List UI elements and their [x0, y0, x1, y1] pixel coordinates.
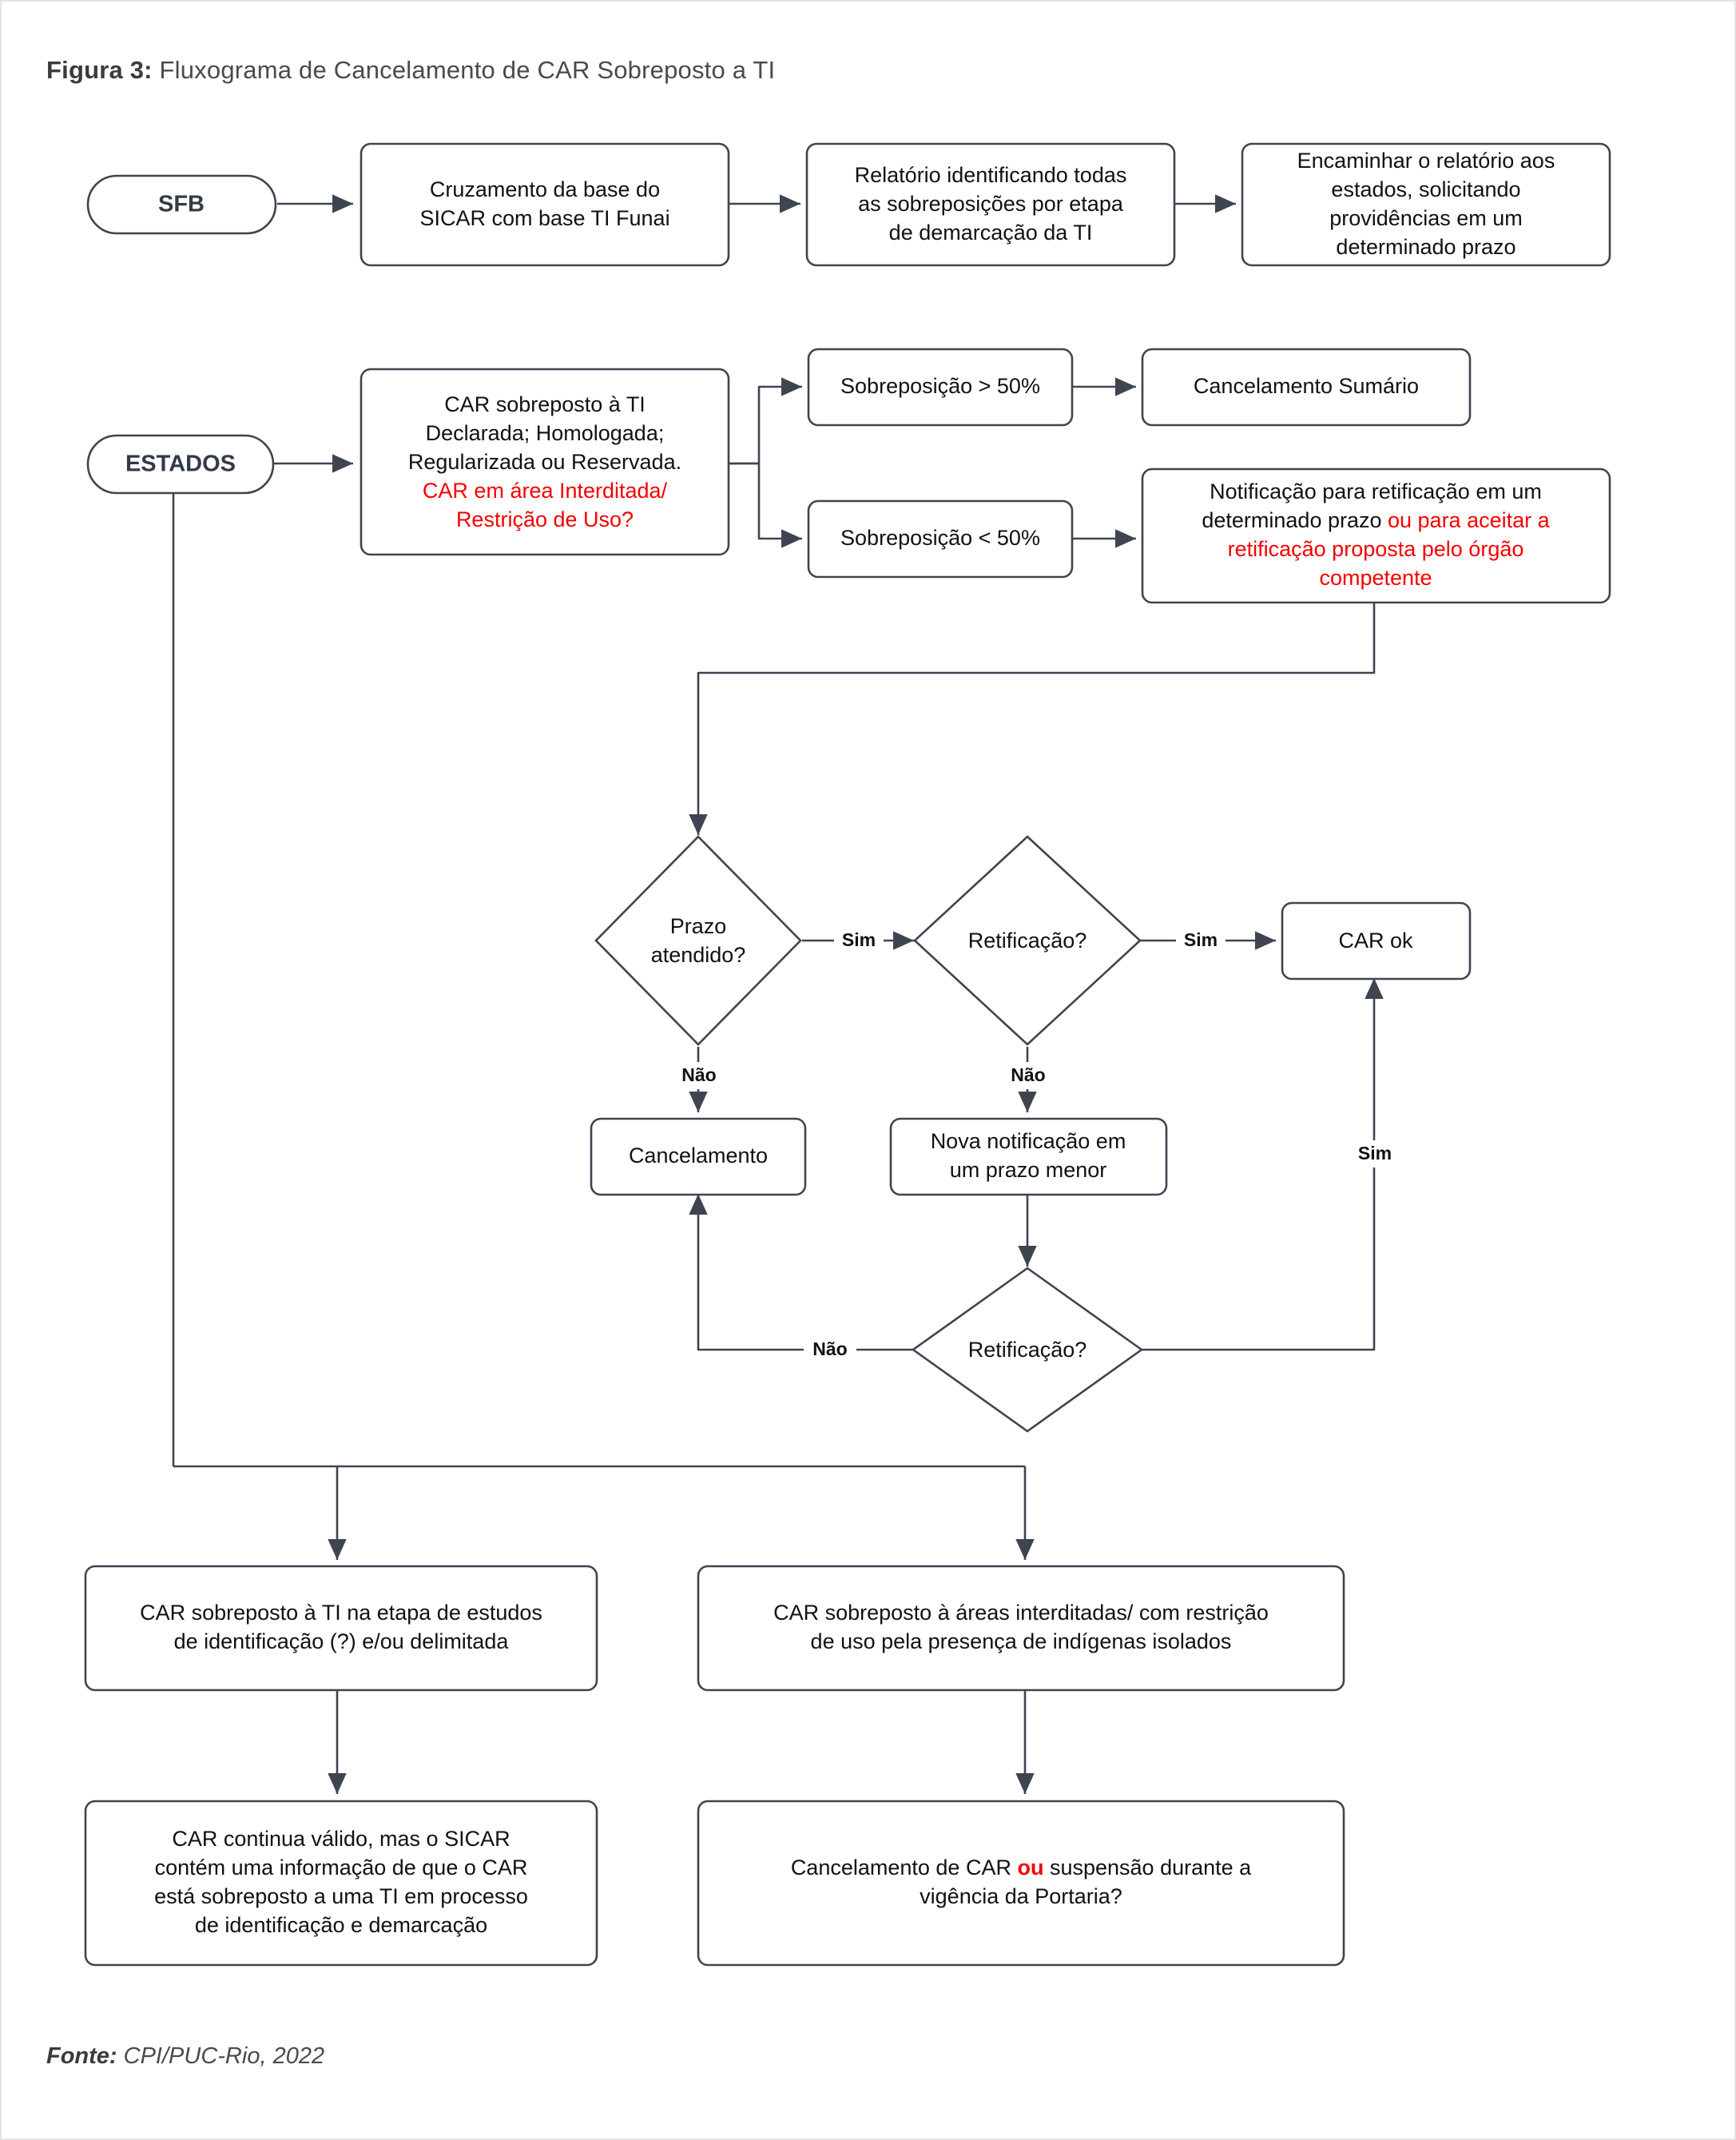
- node-car-valido-line2: contém uma informação de que o CAR: [155, 1856, 528, 1879]
- node-cruzamento[interactable]: [360, 142, 730, 267]
- node-nova-notificacao-line2: um prazo menor: [950, 1158, 1107, 1182]
- node-retificacao-1[interactable]: [913, 835, 1142, 1046]
- label-bg-sim1: [834, 927, 884, 954]
- notificacao-l2-black: determinado prazo: [1202, 508, 1388, 532]
- node-cancelamento-suspensao[interactable]: [697, 1800, 1345, 1967]
- cancel-susp-part1: Cancelamento de CAR: [791, 1856, 1018, 1879]
- node-car-ok[interactable]: [1281, 901, 1472, 981]
- notificacao-l2-red: ou para aceitar a: [1388, 508, 1551, 532]
- node-encaminhar-line1: Encaminhar o relatório aos: [1297, 149, 1555, 173]
- node-car-sobreposto-line2: Declarada; Homologada;: [426, 421, 665, 445]
- node-car-sobreposto-line5: Restrição de Uso?: [456, 507, 634, 531]
- node-encaminhar[interactable]: [1241, 142, 1611, 267]
- cancel-susp-ou: ou: [1017, 1856, 1043, 1879]
- node-car-interditadas[interactable]: [697, 1565, 1345, 1692]
- node-relatorio[interactable]: [805, 142, 1176, 267]
- node-retificacao-2-label: Retificação?: [968, 1338, 1087, 1362]
- node-car-interditadas-line1: CAR sobreposto à áreas interditadas/ com…: [773, 1601, 1269, 1625]
- node-car-estudos[interactable]: [84, 1565, 598, 1692]
- node-cruzamento-line2: SICAR com base TI Funai: [419, 206, 669, 230]
- node-encaminhar-line4: determinado prazo: [1336, 235, 1516, 259]
- node-notificacao-line2: determinado prazo ou para aceitar a: [1202, 508, 1550, 532]
- node-relatorio-line1: Relatório identificando todas: [855, 163, 1127, 187]
- edge-notificacao-to-prazo: [689, 603, 1376, 835]
- node-cancelamento-suspensao-line2: vigência da Portaria?: [920, 1884, 1122, 1908]
- edge-retificacao2-nao-to-cancelamento: [689, 1194, 915, 1351]
- node-nova-notificacao[interactable]: [889, 1117, 1168, 1196]
- node-car-sobreposto-line4: CAR em área Interditada/: [423, 479, 668, 503]
- node-retificacao-1-label: Retificação?: [968, 929, 1087, 953]
- node-prazo-line1: Prazo: [670, 914, 727, 938]
- node-car-sobreposto-line1: CAR sobreposto à TI: [444, 392, 646, 416]
- edge-label-sim-3: Sim: [1358, 1143, 1392, 1163]
- edge-label-nao-3: Não: [812, 1338, 847, 1359]
- node-encaminhar-line2: estados, solicitando: [1331, 177, 1520, 201]
- figure-title-text: Fluxograma de Cancelamento de CAR Sobrep…: [152, 56, 776, 84]
- label-bg-sim3: [1350, 1140, 1400, 1167]
- edge-carsobreposto-split-bottom: [729, 462, 802, 548]
- node-car-valido[interactable]: [84, 1800, 598, 1967]
- node-car-valido-line3: está sobreposto a uma TI em processo: [154, 1884, 528, 1908]
- node-car-interditadas-line2: de uso pela presença de indígenas isolad…: [811, 1629, 1232, 1653]
- source-label: Fonte:: [46, 2043, 117, 2069]
- node-car-estudos-line2: de identificação (?) e/ou delimitada: [174, 1629, 510, 1653]
- page-title: Figura 3: Fluxograma de Cancelamento de …: [46, 56, 775, 85]
- node-relatorio-line3: de demarcação da TI: [889, 221, 1093, 245]
- node-notificacao[interactable]: [1141, 467, 1611, 604]
- node-cancelamento-suspensao-line1: Cancelamento de CAR ou suspensão durante…: [791, 1856, 1252, 1879]
- node-cruzamento-line1: Cruzamento da base do: [430, 177, 660, 201]
- node-car-ok-label: CAR ok: [1338, 929, 1413, 953]
- node-estados[interactable]: [86, 434, 275, 495]
- node-nova-notificacao-line1: Nova notificação em: [931, 1129, 1126, 1153]
- node-estados-label: ESTADOS: [125, 451, 236, 477]
- source-text: CPI/PUC-Rio, 2022: [117, 2043, 325, 2069]
- node-cancelamento-sumario[interactable]: [1141, 348, 1472, 427]
- label-bg-nao3: [804, 1336, 856, 1363]
- edge-carsobreposto-split-top: [729, 377, 802, 465]
- figure-label: Figura 3:: [46, 56, 153, 84]
- label-bg-nao2: [1002, 1062, 1055, 1089]
- node-cancelamento[interactable]: [590, 1117, 807, 1196]
- cancel-susp-part3: suspensão durante a: [1043, 1856, 1252, 1879]
- node-prazo-atendido[interactable]: [594, 835, 802, 1046]
- node-sobreposicao-maior-label: Sobreposição > 50%: [840, 374, 1040, 398]
- node-car-valido-line4: de identificação e demarcação: [195, 1913, 487, 1937]
- edge-label-sim-1: Sim: [842, 929, 876, 950]
- edge-label-sim-2: Sim: [1184, 929, 1218, 950]
- node-sobreposicao-menor[interactable]: [807, 499, 1074, 579]
- node-prazo-line2: atendido?: [651, 943, 746, 967]
- node-sfb[interactable]: [86, 174, 277, 235]
- figure-source: Fonte: CPI/PUC-Rio, 2022: [46, 2043, 324, 2070]
- node-cancelamento-sumario-label: Cancelamento Sumário: [1194, 374, 1419, 398]
- edge-label-nao-1: Não: [681, 1064, 716, 1085]
- node-cancelamento-label: Cancelamento: [629, 1144, 768, 1167]
- edge-label-nao-2: Não: [1011, 1064, 1045, 1085]
- label-bg-sim2: [1176, 927, 1226, 954]
- node-car-estudos-line1: CAR sobreposto à TI na etapa de estudos: [140, 1601, 542, 1625]
- node-notificacao-line4: competente: [1319, 566, 1432, 590]
- node-relatorio-line2: as sobreposições por etapa: [858, 192, 1124, 216]
- edge-retificacao2-sim-to-carok: [1142, 978, 1384, 1351]
- node-encaminhar-line3: providências em um: [1329, 206, 1523, 230]
- node-car-sobreposto[interactable]: [360, 368, 730, 556]
- node-sobreposicao-maior[interactable]: [807, 348, 1074, 427]
- node-retificacao-2[interactable]: [911, 1267, 1144, 1433]
- label-bg-nao1: [673, 1062, 725, 1089]
- node-notificacao-line3: retificação proposta pelo órgão: [1228, 537, 1524, 561]
- node-sfb-label: SFB: [158, 192, 205, 217]
- node-car-sobreposto-line3: Regularizada ou Reservada.: [408, 450, 681, 474]
- node-sobreposicao-menor-label: Sobreposição < 50%: [840, 526, 1040, 550]
- node-car-valido-line1: CAR continua válido, mas o SICAR: [172, 1827, 510, 1851]
- node-notificacao-line1: Notificação para retificação em um: [1210, 479, 1542, 503]
